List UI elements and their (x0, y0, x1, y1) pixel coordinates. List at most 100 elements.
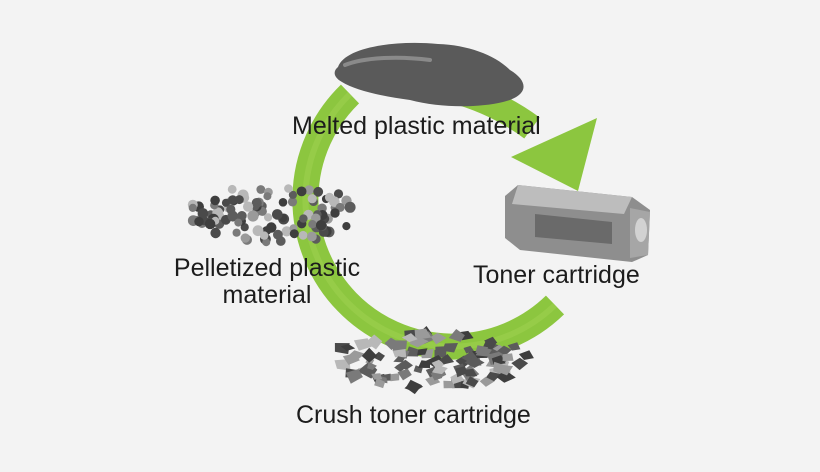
crushed-shard (342, 353, 360, 365)
crushed-shard (475, 345, 489, 355)
pellet (313, 186, 324, 197)
pellets-illustration (187, 184, 356, 247)
crushed-shard (414, 328, 432, 340)
crushed-shard (502, 353, 514, 361)
crushed-shard (401, 333, 418, 343)
crushed-shard (443, 380, 455, 389)
crushed-shard (371, 373, 383, 380)
melted-plastic-label: Melted plastic material (292, 112, 541, 140)
pellet (298, 230, 308, 240)
crushed-shard (340, 344, 356, 351)
crushed-shard (431, 359, 445, 370)
crushed-cartridge-illustration (334, 326, 534, 395)
pellet (210, 227, 221, 239)
crushed-shard (435, 346, 447, 355)
cartridge-top (512, 185, 632, 214)
crushed-shard (463, 345, 474, 354)
crushed-shard (507, 342, 521, 351)
crushed-shard (384, 337, 400, 351)
toner-cartridge-label: Toner cartridge (473, 261, 640, 289)
pellet (288, 190, 297, 199)
cycle-arrowhead (511, 118, 597, 191)
crushed-shard (388, 373, 400, 382)
crushed-shard (418, 360, 431, 368)
crushed-shard (431, 364, 448, 375)
pellet (324, 192, 335, 202)
crushed-shard (450, 372, 465, 385)
pellet (289, 229, 299, 239)
pellet (240, 233, 250, 243)
crushed-shard (361, 347, 378, 363)
pellet (304, 185, 314, 195)
pellet (227, 211, 239, 222)
pellet (210, 195, 220, 206)
pellet (232, 228, 241, 237)
melted-plastic-illustration (334, 42, 524, 107)
pellet (333, 189, 344, 199)
crushed-shard (367, 362, 377, 370)
pellet (221, 198, 231, 207)
cartridge-window (535, 214, 612, 244)
pellet (237, 211, 247, 221)
pellet (315, 220, 327, 231)
crushed-shard (518, 350, 534, 360)
pellet (330, 208, 340, 218)
crushed-shard (496, 364, 514, 376)
crushed-shard (463, 368, 478, 377)
pellet (296, 186, 307, 197)
crushed-shard (465, 376, 479, 388)
crushed-shard (442, 343, 458, 353)
crushed-shard (455, 366, 468, 378)
pellet (262, 238, 271, 247)
melted-plastic-blob (334, 42, 524, 107)
crushed-shard (374, 378, 386, 389)
pellet (204, 218, 216, 230)
pellet (284, 184, 293, 193)
crushed-shard (464, 356, 485, 368)
pellet (251, 202, 260, 211)
crush-toner-cartridge-label: Crush toner cartridge (296, 401, 531, 429)
cartridge-roller (635, 218, 647, 242)
pellet (256, 185, 266, 194)
crushed-shard (486, 371, 502, 382)
pelletized-plastic-label-line1: Pelletized plastic (173, 254, 361, 282)
pelletized-plastic-label-line2: material (222, 281, 312, 309)
pellet (197, 208, 209, 219)
pellet (228, 195, 238, 205)
crushed-shard (439, 354, 455, 365)
crushed-shard (430, 332, 447, 345)
pellet (188, 203, 197, 212)
pellet (243, 201, 254, 212)
melted-plastic-shine (343, 55, 432, 67)
pellet (307, 231, 317, 242)
crushed-shard (394, 363, 407, 372)
crushed-shard (393, 356, 405, 363)
crushed-shard (334, 359, 351, 371)
pellet (299, 214, 308, 223)
crushed-shard (345, 369, 363, 384)
pellet (278, 198, 288, 207)
pellet (264, 213, 273, 222)
crushed-shard (497, 345, 512, 356)
crushed-shard (353, 338, 372, 351)
pellet (234, 195, 244, 205)
crushed-shard (448, 329, 465, 342)
pellet (281, 226, 292, 237)
pellet (273, 229, 283, 240)
crushed-shard (404, 381, 424, 392)
crushed-shard (511, 357, 529, 371)
pellet (342, 222, 351, 231)
pellet (272, 209, 283, 220)
crushed-shard (397, 368, 412, 381)
pelletized-plastic-label: Pelletized plastic material (166, 255, 368, 309)
toner-cartridge-illustration (505, 185, 650, 262)
pellet (263, 192, 272, 201)
pellet (344, 201, 356, 213)
pellet (287, 197, 298, 207)
crushed-shard (479, 376, 495, 387)
pellet (252, 225, 264, 237)
crushed-shard (365, 334, 383, 350)
pellet (194, 216, 204, 227)
pellet (227, 184, 237, 194)
